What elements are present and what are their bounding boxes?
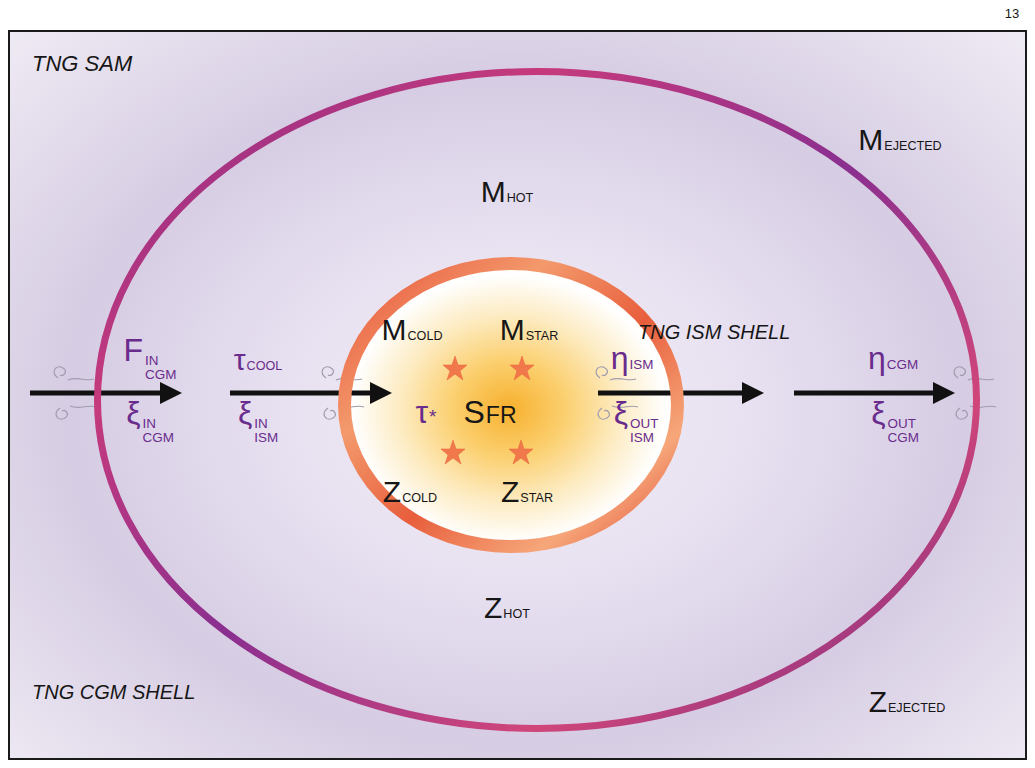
superscript: IN	[145, 354, 176, 368]
quantity-label: ZHOT	[484, 593, 530, 623]
subscript: ISM	[630, 431, 658, 445]
subscript: EJECTED	[884, 139, 941, 153]
symbol-base: Z	[501, 475, 519, 508]
flow-parameter: ηISM	[611, 342, 654, 374]
symbol-base: η	[868, 340, 886, 376]
subscript: COLD	[402, 491, 437, 505]
star	[510, 356, 534, 380]
parameter-label: ξINCGM	[126, 397, 174, 445]
subscript: ISM	[254, 431, 278, 445]
subscript: HOT	[507, 191, 534, 205]
subscript: CGM	[145, 368, 176, 382]
subscript: *	[429, 406, 436, 427]
symbol-base: τ	[415, 394, 428, 430]
symbol-base: Z	[869, 685, 887, 718]
symbol-base: M	[858, 123, 883, 156]
ism-fill	[341, 260, 677, 546]
arrow-head	[370, 382, 392, 404]
cgm-shell: MHOTZHOTTNG CGM SHELLMCOLDMSTARτ*SFRZCOL…	[94, 68, 980, 732]
arrow-head	[160, 382, 182, 404]
flow-arrow	[30, 382, 182, 404]
arrow-head	[742, 382, 764, 404]
subscript: COOL	[247, 359, 283, 373]
symbol-base: τ	[234, 343, 246, 376]
region-label: TNG CGM SHELL	[32, 682, 195, 702]
star-group	[441, 356, 534, 464]
arrow-shaft	[794, 391, 935, 396]
subscript: CGM	[887, 357, 918, 372]
parameter-label: ξINISM	[238, 397, 278, 445]
symbol-base: ξ	[614, 395, 628, 431]
symbol-base: M	[500, 313, 525, 346]
subscript: CGM	[887, 431, 918, 445]
superscript: IN	[142, 417, 173, 431]
page-number: 13	[1005, 7, 1019, 20]
superscript: IN	[254, 417, 278, 431]
shell-outline	[98, 72, 977, 729]
index-stack: INCGM	[145, 354, 176, 382]
quantity-label: ZEJECTED	[869, 687, 946, 717]
symbol-base: M	[382, 313, 407, 346]
subscript: STAR	[526, 329, 559, 343]
star	[443, 356, 467, 380]
subscript: EJECTED	[888, 701, 945, 715]
superscript: OUT	[630, 417, 658, 431]
symbol-base: S	[463, 394, 484, 430]
parameter-label: ξOUTCGM	[871, 397, 919, 445]
symbol-base: ξ	[126, 395, 140, 431]
subscript: STAR	[520, 491, 553, 505]
quantity-label: ZSTAR	[501, 477, 553, 507]
quantity-label: ZCOLD	[383, 477, 437, 507]
subscript: FR	[486, 402, 517, 428]
flow-parameter: τCOOL	[234, 345, 283, 375]
index-stack: INISM	[254, 417, 278, 445]
symbol-base: η	[611, 340, 629, 376]
subscript: CGM	[142, 431, 173, 445]
index-stack: OUTCGM	[887, 417, 918, 445]
symbol-base: ξ	[871, 395, 885, 431]
ellipse-outline	[94, 68, 980, 732]
subscript: ISM	[629, 357, 653, 372]
wisp-group	[54, 367, 996, 419]
arrow-head	[933, 382, 955, 404]
region-label: TNG SAM	[32, 53, 132, 75]
flow-parameter: ηCGM	[868, 342, 918, 374]
superscript: OUT	[887, 417, 918, 431]
ism-shell: MCOLDMSTARτ*SFRZCOLDZSTARTNG ISM SHELL	[338, 257, 684, 553]
shell-outline	[345, 264, 678, 547]
index-stack: INCGM	[142, 417, 173, 445]
symbol-base: F	[124, 332, 144, 368]
quantity-label: SFR	[463, 396, 516, 428]
quantity-label: MHOT	[481, 177, 534, 207]
star	[441, 440, 465, 464]
index-stack: OUTISM	[630, 417, 658, 445]
symbol-base: Z	[484, 591, 502, 624]
quantity-label: MEJECTED	[858, 125, 941, 155]
subscript: COLD	[408, 329, 443, 343]
symbol-base: M	[481, 175, 506, 208]
wisp	[56, 406, 96, 419]
symbol-base: ξ	[238, 395, 252, 431]
quantity-label: MCOLD	[382, 315, 443, 345]
subscript: HOT	[503, 607, 530, 621]
symbol-base: Z	[383, 475, 401, 508]
region-label: TNG ISM SHELL	[638, 322, 790, 342]
flow-parameter: FINCGM	[124, 334, 177, 382]
parameter-label: ξOUTISM	[614, 397, 659, 445]
quantity-label: MSTAR	[500, 315, 559, 345]
wisp	[54, 367, 94, 380]
star	[509, 440, 533, 464]
flow-arrow	[230, 382, 392, 404]
parameter-label: τ*	[415, 396, 436, 428]
